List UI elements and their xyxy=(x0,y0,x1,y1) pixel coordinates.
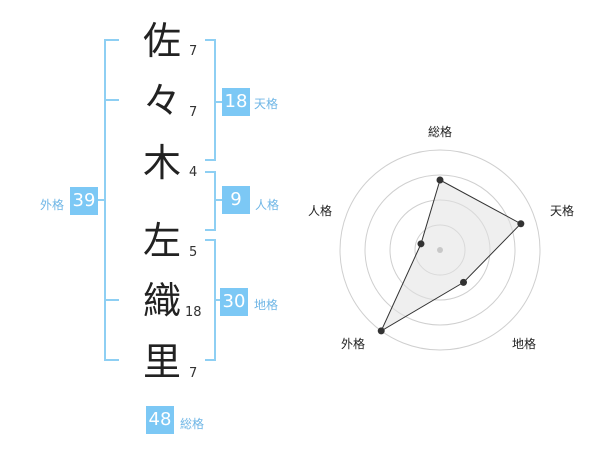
name-char-4: 左 xyxy=(143,219,182,263)
radar-ring xyxy=(339,149,541,351)
tenkaku-value-badge: 18 xyxy=(222,88,250,116)
radar-center-dot xyxy=(437,247,443,253)
chikaku-label: 地格 xyxy=(254,298,279,312)
radar-axis-chikaku: 地格 xyxy=(512,337,537,351)
name-char-6: 里 xyxy=(143,340,182,384)
stroke-count-4: 5 xyxy=(189,245,198,260)
stroke-count-2: 7 xyxy=(189,105,198,120)
stroke-count-6: 7 xyxy=(189,366,198,381)
radar-points xyxy=(377,176,525,335)
radar-axis-soukaku: 総格 xyxy=(428,125,453,139)
name-char-1: 佐 xyxy=(143,19,182,63)
name-char-2: 々 xyxy=(143,79,182,123)
gaikaku-value-badge: 39 xyxy=(70,187,98,215)
radar-axis-gaikaku: 外格 xyxy=(341,337,366,351)
radar-point xyxy=(377,327,385,335)
soukaku-label: 総格 xyxy=(180,417,205,431)
radar-point xyxy=(436,176,444,184)
radar-point xyxy=(460,278,468,286)
radar-axis-tenkaku: 天格 xyxy=(550,204,575,218)
radar-point xyxy=(517,220,525,228)
chikaku-value-badge: 30 xyxy=(220,288,248,316)
radar-axis-jinkaku: 人格 xyxy=(308,204,333,218)
jinkaku-value-badge: 9 xyxy=(222,186,250,214)
jinkaku-label: 人格 xyxy=(255,198,280,212)
name-char-5: 織 xyxy=(143,279,182,323)
stroke-count-5: 18 xyxy=(185,305,202,320)
soukaku-value-badge: 48 xyxy=(146,406,174,434)
radar-polygon xyxy=(380,179,522,333)
stroke-count-1: 7 xyxy=(189,44,198,59)
radar-point xyxy=(417,240,425,248)
stroke-count-3: 4 xyxy=(189,165,198,180)
name-char-3: 木 xyxy=(143,141,182,185)
gaikaku-label: 外格 xyxy=(40,198,65,212)
radar-ring xyxy=(364,174,516,326)
tenkaku-label: 天格 xyxy=(254,97,279,111)
